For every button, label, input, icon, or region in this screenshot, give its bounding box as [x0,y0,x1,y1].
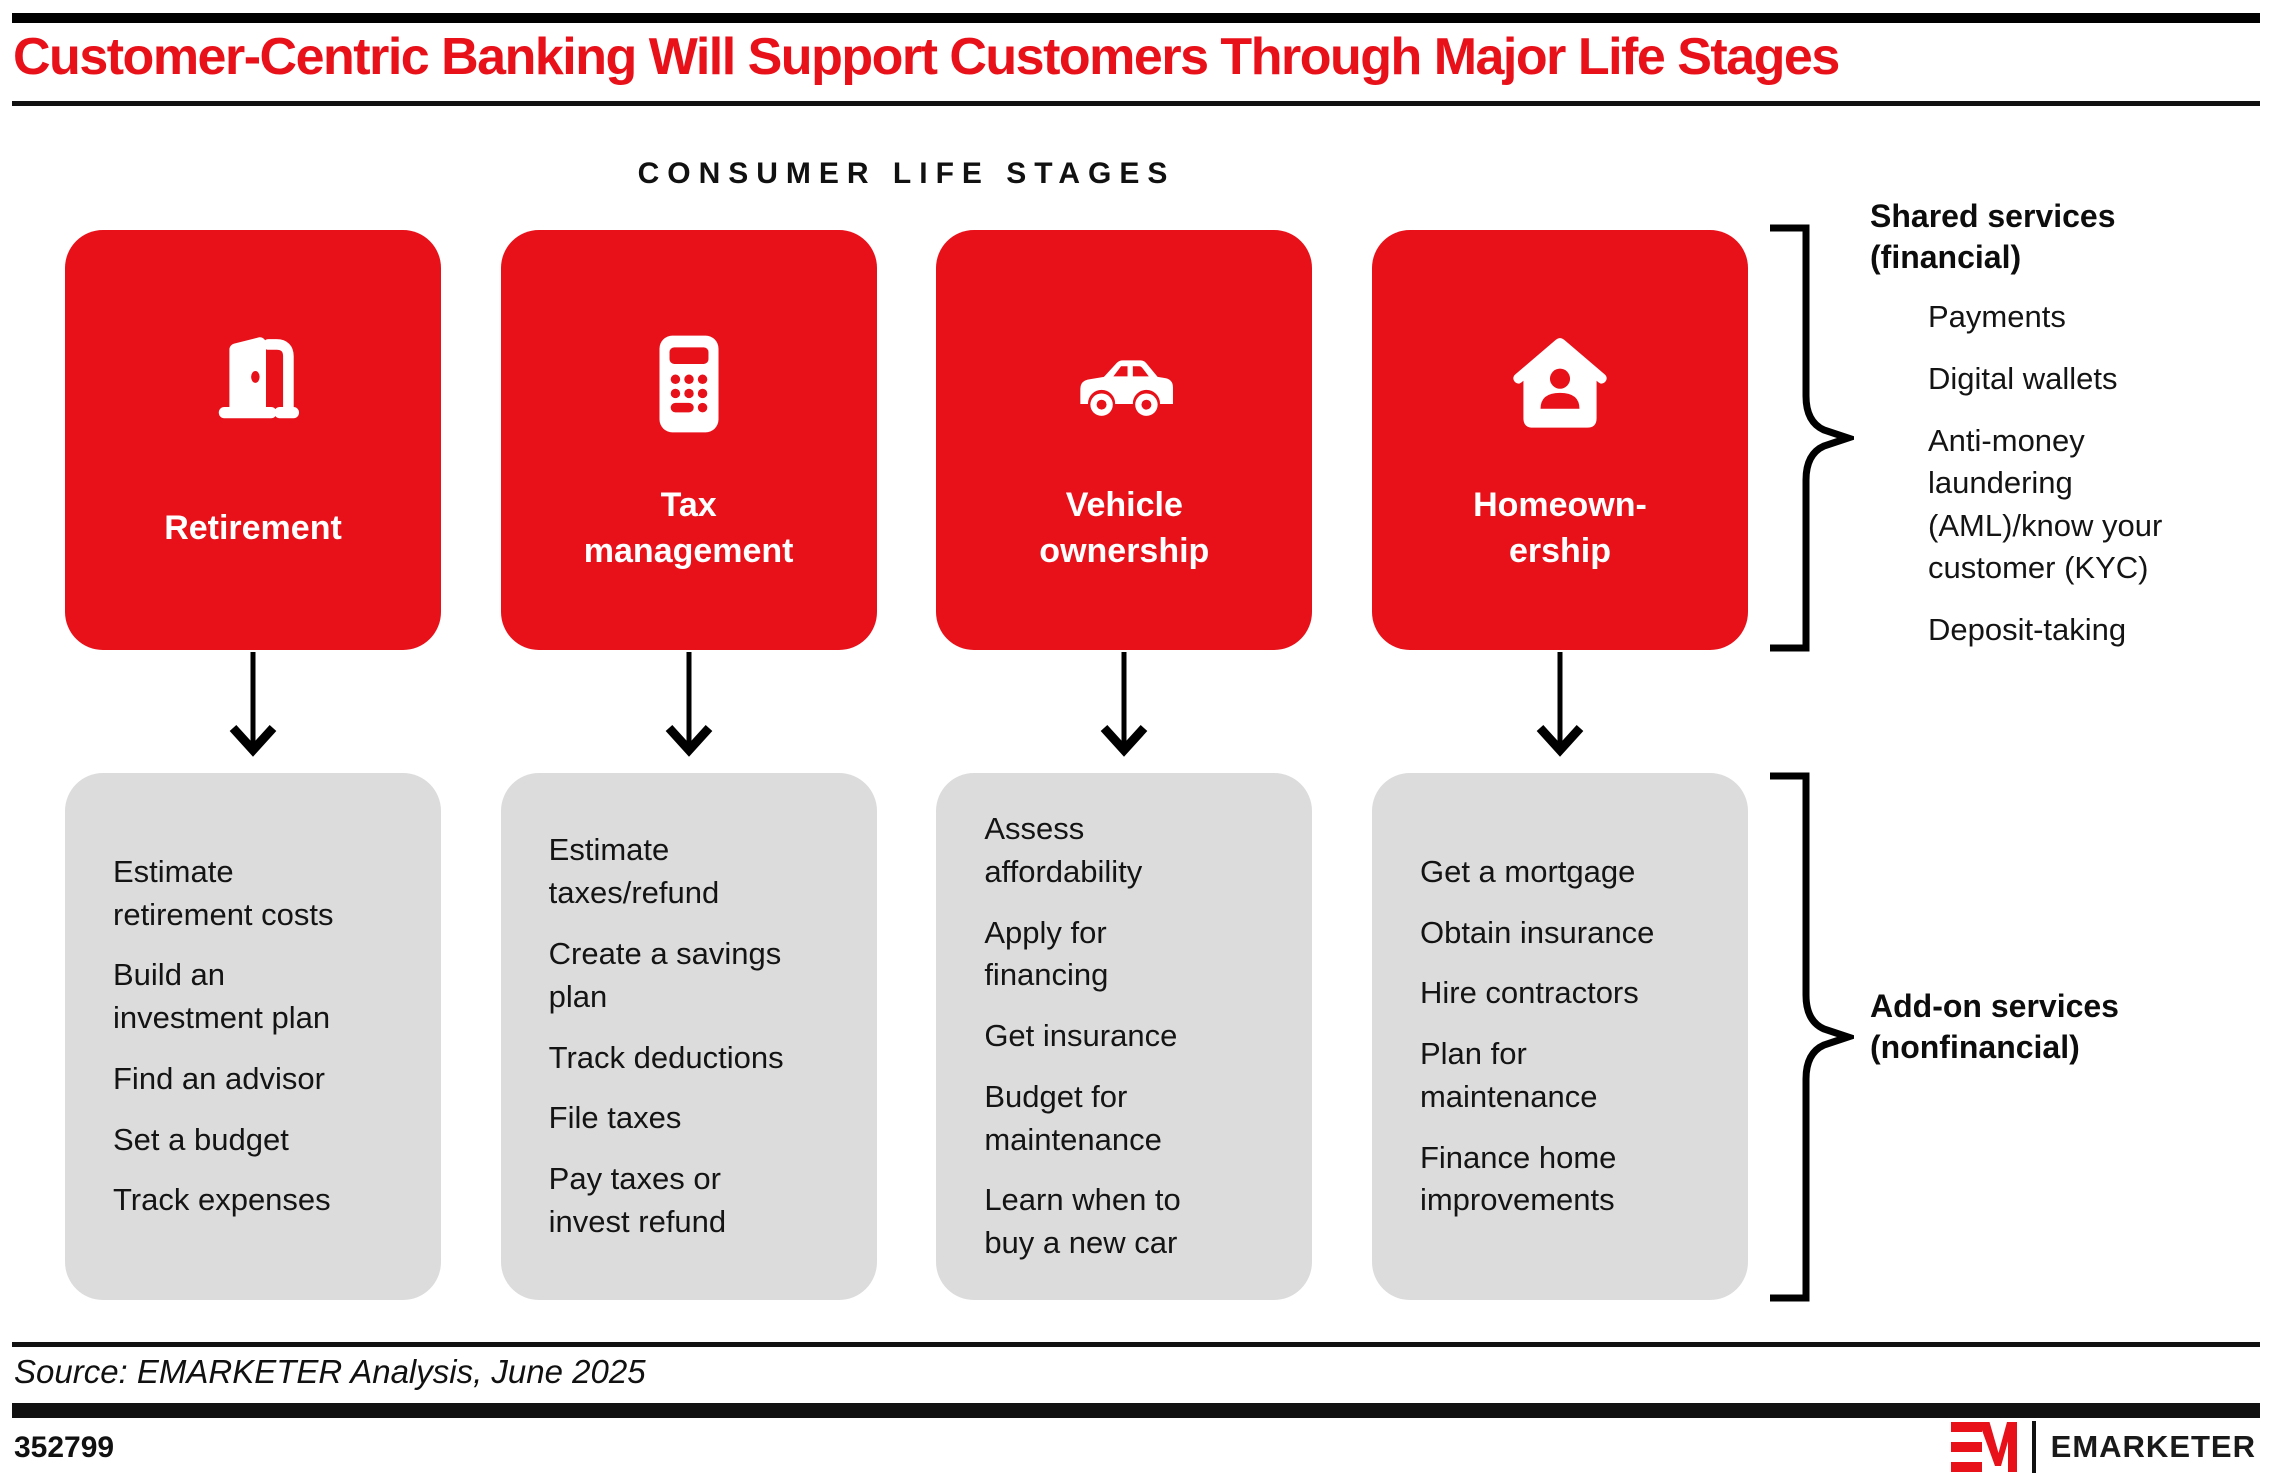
shared-service-item: Digital wallets [1928,361,2118,397]
task-item: Find an advisor [113,1060,325,1096]
down-arrow-icon [221,650,285,773]
task-item: Learn when to buy a new car [984,1182,1181,1261]
task-item: Get a mortgage [1419,853,1636,889]
task-item: Budget for maintenance [984,1078,1162,1157]
door-open-icon [194,325,312,448]
task-item: Hire contractors [1419,975,1639,1011]
em-logo-icon [1950,1422,2017,1472]
addon-services-brace [1770,772,1854,1302]
stage-card-vehicle-ownership: Vehicle ownership [936,230,1313,650]
section-label: CONSUMER LIFE STAGES [637,157,1176,190]
task-item: Build an investment plan [113,957,331,1036]
source-note: Source: EMARKETER Analysis, June 2025 [14,1353,646,1390]
footer-thin-rule [12,1342,2260,1347]
brand-name: EMARKETER [2050,1429,2256,1464]
top-black-bar [12,13,2260,23]
task-item: File taxes [548,1100,682,1136]
calculator-icon [630,325,748,448]
shared-service-item: Deposit-taking [1928,611,2127,647]
task-item: Apply for financing [984,914,1109,993]
footer-thick-bar [12,1403,2260,1418]
task-item: Obtain insurance [1419,914,1655,950]
addon-services-annotation: Add-on services (nonfinancial) [1870,986,2270,1068]
brand-lockup: EMARKETER [1950,1420,2256,1474]
task-item: Set a budget [113,1121,289,1157]
stage-card-retirement: Retirement [65,230,441,650]
chart-id: 352799 [14,1431,115,1464]
stage-label: Tax management [583,486,794,570]
logo-divider [2031,1421,2036,1473]
shared-services-header: Shared services (financial) [1870,198,2116,275]
task-item: Pay taxes or invest refund [548,1161,727,1239]
task-item: Estimate taxes/refund [548,832,720,911]
stage-card-homeownership: Homeown- ership [1371,230,1748,650]
shared-service-item: Payments [1928,298,2066,334]
task-item: Estimate retirement costs [113,853,334,932]
task-item: Create a savings plan [548,935,782,1014]
title-divider [12,101,2260,106]
task-item: Assess affordability [984,811,1143,889]
stage-label: Vehicle ownership [1039,486,1210,570]
addon-services-header: Add-on services (nonfinancial) [1870,988,2119,1065]
down-arrow-icon [657,650,721,773]
task-item: Track expenses [113,1182,331,1218]
stage-label: Homeown- ership [1473,486,1647,570]
stage-card-tax-management: Tax management [500,230,877,650]
page-title: Customer-Centric Banking Will Support Cu… [13,28,1840,86]
task-item: Get insurance [984,1018,1178,1054]
house-person-icon [1501,325,1619,448]
task-item: Plan for maintenance [1419,1036,1598,1114]
task-item: Finance home improvements [1419,1139,1617,1218]
down-arrow-icon [1092,650,1156,773]
shared-services-brace [1770,224,1854,652]
task-item: Track deductions [548,1039,784,1075]
stage-label: Retirement [164,509,342,548]
car-icon [1065,325,1183,448]
down-arrow-icon [1528,650,1592,773]
shared-service-item: Anti-money laundering (AML)/know your cu… [1928,423,2163,585]
